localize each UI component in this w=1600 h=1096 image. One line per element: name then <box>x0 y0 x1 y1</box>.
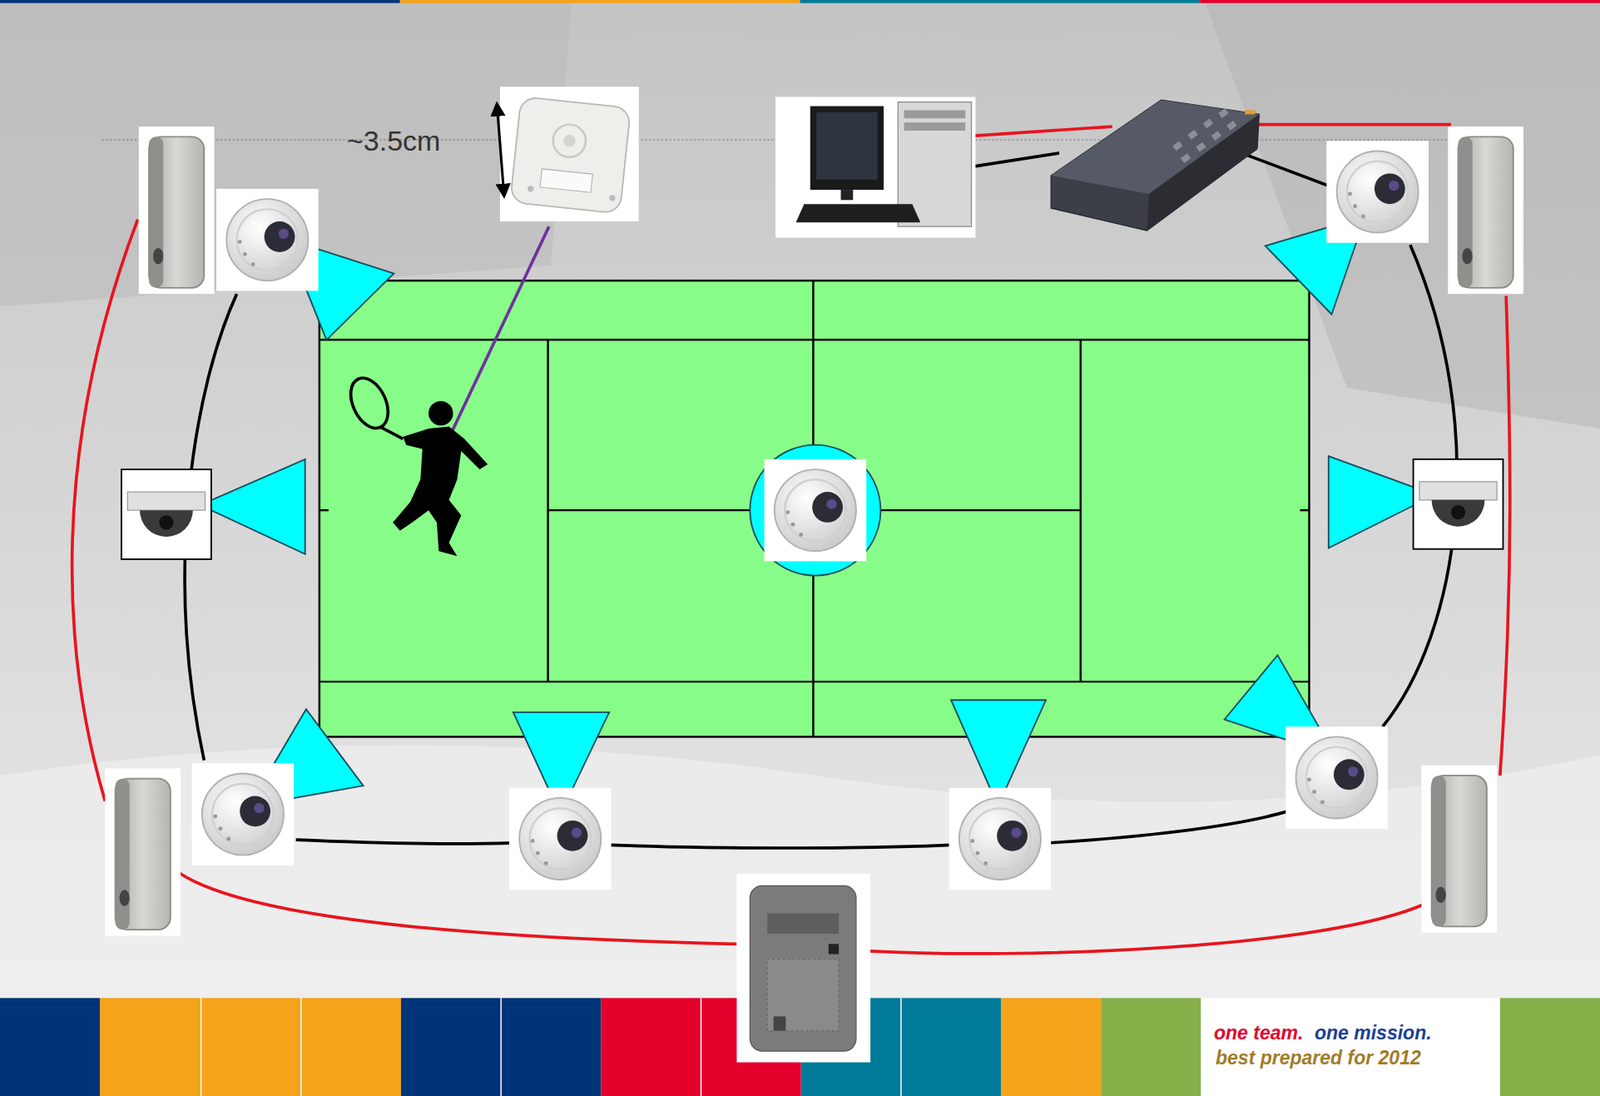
slogan-text: best prepared for 2012 <box>1215 1048 1422 1068</box>
player-body <box>392 426 488 557</box>
photo-background <box>736 873 871 1063</box>
ubisense-tag <box>496 86 639 222</box>
dome-camera <box>1285 726 1388 829</box>
strip-segment <box>1199 0 1600 4</box>
banner-block <box>1000 997 1101 1096</box>
racket-head <box>343 371 397 434</box>
port <box>1211 130 1222 141</box>
divider <box>500 997 501 1096</box>
divider <box>700 997 702 1096</box>
court-lines <box>319 280 1310 737</box>
ubisense-sensor <box>1421 765 1497 933</box>
tag-sticker <box>539 168 593 193</box>
ubisense-sensor <box>104 767 181 936</box>
device-body <box>749 885 857 1051</box>
tag-button <box>563 134 576 148</box>
monitor <box>810 106 884 191</box>
ubisense-sensor <box>1447 126 1524 294</box>
switch-led <box>1244 109 1255 114</box>
photo-background <box>775 96 976 238</box>
wire <box>974 126 1113 136</box>
strip-segment <box>400 0 801 4</box>
banner-block <box>1200 997 1500 1096</box>
drive-bay <box>904 109 966 119</box>
port <box>1172 140 1183 151</box>
port <box>1195 142 1206 153</box>
switch-body <box>1050 99 1259 231</box>
banner-block <box>1100 997 1201 1096</box>
network-switch <box>1050 99 1259 231</box>
background-shape <box>0 0 572 307</box>
tag-body <box>510 96 631 214</box>
photo-background <box>500 86 640 222</box>
racket-handle <box>379 426 403 440</box>
fixed-dome-camera <box>1413 459 1504 550</box>
monitor-stand <box>841 189 854 200</box>
drive-bay <box>904 122 966 131</box>
centre-mark <box>319 509 329 511</box>
keyboard <box>796 203 922 223</box>
divider <box>900 997 902 1096</box>
camera-field-of-view <box>199 216 1435 815</box>
tennis-court <box>319 280 1310 737</box>
overhead-camera <box>764 459 867 562</box>
port <box>1226 120 1237 131</box>
switch-front <box>1146 113 1259 231</box>
dome-camera <box>509 787 612 891</box>
view-triangle <box>199 459 305 555</box>
device-slot <box>767 913 839 935</box>
wire <box>178 871 738 944</box>
device-port <box>773 1015 787 1031</box>
banner-block <box>1500 997 1600 1096</box>
slogan-text: one team. <box>1213 1023 1303 1043</box>
dome-camera <box>949 787 1052 891</box>
strip-segment <box>0 0 401 4</box>
port <box>1203 118 1214 129</box>
overhead-view-circle <box>749 445 881 576</box>
port <box>1180 153 1191 164</box>
slogan-text: one mission. <box>1314 1023 1432 1043</box>
player-silhouette <box>343 371 489 556</box>
wire <box>1049 811 1288 843</box>
banner-block <box>99 997 402 1096</box>
camera-network-wiring <box>184 143 1457 848</box>
switch-ports <box>1172 108 1237 164</box>
tag-pointer <box>440 226 550 456</box>
dimension-arrow <box>496 104 505 196</box>
strip-segment <box>800 0 1201 4</box>
fixed-dome-camera <box>121 469 212 560</box>
divider <box>200 997 202 1096</box>
wire <box>974 153 1060 167</box>
top-color-strip <box>0 0 1600 4</box>
wire <box>869 902 1427 954</box>
dome-camera <box>192 762 295 866</box>
dome-camera <box>1326 140 1429 243</box>
player-head <box>428 401 453 426</box>
wire <box>296 839 514 844</box>
dome-camera <box>216 188 319 292</box>
port <box>1188 129 1199 140</box>
computer <box>775 96 976 238</box>
monitor-screen <box>816 112 878 180</box>
banner-block <box>401 997 601 1096</box>
dimension-label: ~3.5cm <box>346 126 441 155</box>
court-surface <box>319 280 1310 737</box>
tag-button <box>553 124 586 158</box>
divider <box>300 997 302 1096</box>
tag-screw <box>527 185 534 192</box>
tag-screw <box>609 194 615 201</box>
sensor-wiring <box>72 124 1511 954</box>
device-grille <box>767 959 839 1031</box>
hub-device <box>736 873 871 1063</box>
wire <box>609 844 952 848</box>
port <box>1218 108 1229 119</box>
ubisense-sensor <box>138 126 215 294</box>
centre-mark <box>1299 509 1309 511</box>
device-port <box>828 943 839 954</box>
banner-block <box>0 997 100 1096</box>
